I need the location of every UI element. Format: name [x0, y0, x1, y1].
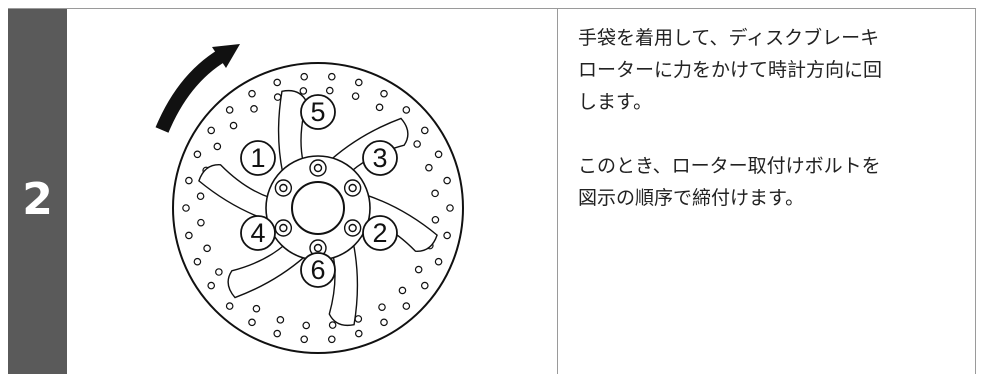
vent-hole: [197, 218, 205, 227]
vent-hole: [434, 257, 443, 266]
vent-hole: [380, 318, 388, 327]
vent-hole: [229, 121, 238, 130]
rotor-spokes: [198, 89, 438, 327]
vent-hole: [276, 316, 285, 324]
bolt-head: [313, 163, 323, 173]
vent-hole: [354, 78, 363, 87]
vent-hole: [185, 231, 193, 240]
vent-hole: [196, 192, 205, 201]
vent-hole: [185, 176, 193, 185]
bolts: [274, 159, 362, 257]
arrow-head-icon: [212, 44, 240, 68]
bolt-label-circle: [362, 140, 398, 176]
instruction-paragraph-1: 手袋を着用して、ディスクブレーキ ローターに力をかけて時計方向に回 します。: [578, 27, 883, 113]
vent-hole: [354, 329, 363, 338]
step-number: 2: [22, 174, 53, 225]
vent-hole: [193, 257, 202, 266]
vent-hole: [248, 318, 256, 327]
bolt-head: [348, 223, 357, 233]
rotor-cutout: [198, 164, 272, 222]
instruction-paragraph-2: このとき、ローター取付けボルトを 図示の順序で締付けます。: [578, 155, 881, 209]
vent-hole: [431, 215, 440, 224]
rotor-cutout: [328, 242, 359, 327]
vent-hole: [420, 281, 429, 290]
vent-hole: [299, 87, 308, 95]
rotor-cutout: [227, 242, 307, 299]
bolt-head: [279, 223, 288, 233]
right-border: [975, 9, 976, 374]
bolt-label-3: 3: [372, 143, 387, 173]
vent-hole: [203, 244, 211, 253]
vent-hole: [215, 268, 223, 276]
bolt-label-circle: [300, 252, 336, 288]
vent-hole: [378, 303, 386, 311]
bolt-label-circle: [362, 215, 398, 251]
bolt-label-1: 1: [250, 143, 265, 173]
vent-hole: [380, 89, 388, 98]
rotor-vent-holes: [182, 72, 454, 344]
vent-hole: [328, 321, 337, 329]
vent-hole: [443, 231, 451, 240]
bolt-label-4: 4: [250, 218, 265, 248]
bolt-label-2: 2: [372, 218, 387, 248]
bolt-head: [279, 183, 288, 193]
vent-hole: [414, 265, 423, 274]
bolt-head: [313, 243, 323, 253]
vent-hole: [302, 321, 311, 330]
vent-hole: [402, 302, 411, 310]
vent-hole: [300, 72, 309, 81]
vent-hole: [425, 163, 433, 172]
vent-hole: [375, 103, 384, 112]
vent-hole: [446, 204, 454, 212]
disc-rotor-figure: 5 1 3 4 2 6: [140, 30, 480, 370]
disc-rotor-illustration: 5 1 3 4 2 6: [155, 44, 464, 354]
vent-hole: [207, 126, 216, 135]
vent-hole: [273, 329, 282, 338]
step-frame: [8, 8, 976, 375]
vent-hole: [351, 92, 360, 100]
vent-hole: [252, 304, 261, 313]
vent-hole: [431, 189, 439, 198]
vent-hole: [420, 126, 429, 135]
bolt-label-5: 5: [310, 97, 325, 127]
column-divider: [557, 9, 558, 374]
bolt-labels: 5 1 3 4 2 6: [240, 94, 398, 288]
bolt-head: [348, 183, 357, 193]
vent-hole: [398, 286, 407, 295]
vent-hole: [182, 204, 190, 212]
bolt-label-6: 6: [310, 255, 325, 285]
vent-hole: [213, 142, 222, 151]
vent-hole: [434, 150, 443, 159]
vent-hole: [207, 281, 216, 290]
vent-hole: [327, 335, 336, 344]
vent-hole: [327, 72, 336, 81]
vent-hole: [193, 150, 202, 159]
bolt-label-circle: [240, 215, 276, 251]
vent-hole: [300, 335, 309, 344]
vent-hole: [443, 176, 451, 185]
vent-hole: [248, 89, 256, 98]
vent-hole: [250, 105, 258, 113]
hub-center: [291, 181, 345, 235]
vent-hole: [273, 78, 282, 87]
rotor-cutout: [277, 89, 308, 174]
step-number-bar: [8, 9, 67, 374]
vent-hole: [402, 106, 411, 114]
vent-hole: [413, 140, 421, 148]
instruction-text: 手袋を着用して、ディスクブレーキ ローターに力をかけて時計方向に回 します。 こ…: [578, 22, 970, 246]
vent-hole: [325, 86, 334, 95]
vent-hole: [225, 106, 234, 114]
bolt-label-circle: [300, 94, 336, 130]
bolt-label-circle: [240, 140, 276, 176]
vent-hole: [225, 302, 234, 310]
